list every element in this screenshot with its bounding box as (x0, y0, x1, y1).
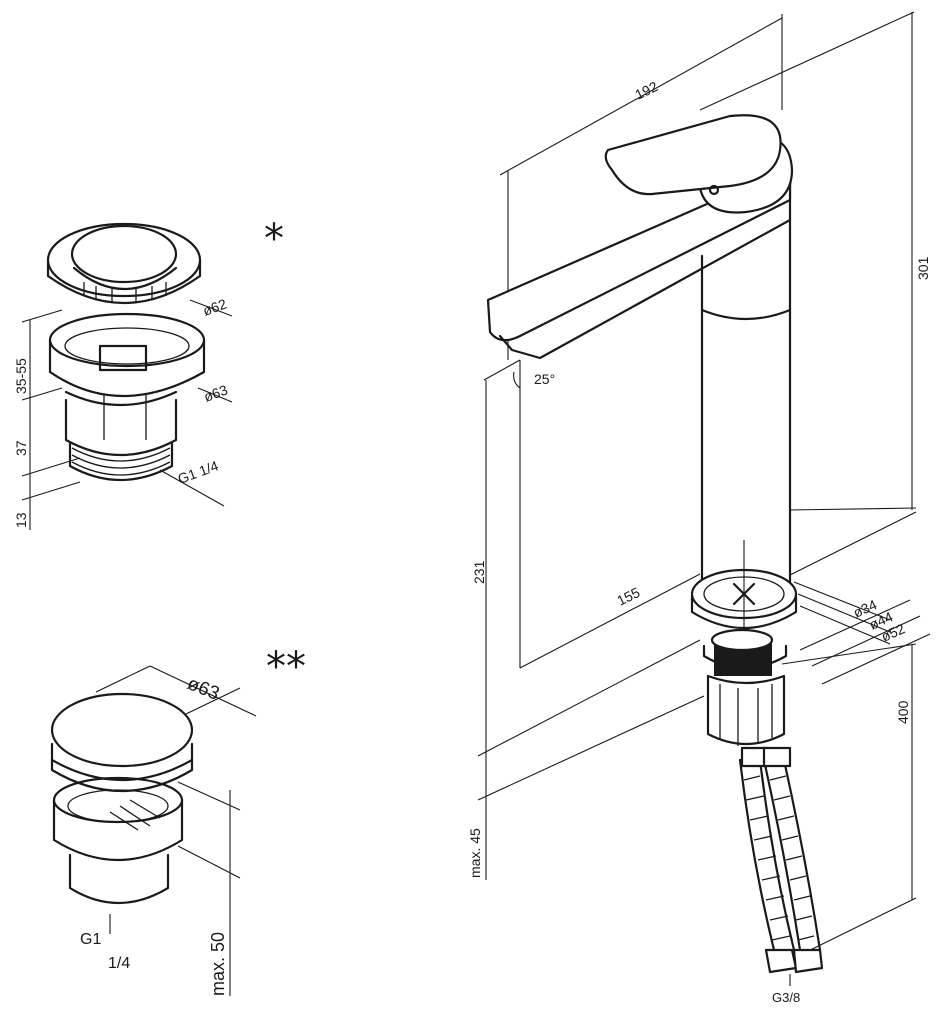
label-faucet-height: 301 (915, 256, 931, 280)
label-faucet-hose-length: 400 (895, 700, 911, 724)
label-top-body-diameter: ø63 (202, 381, 230, 404)
mark-double-star: ** (266, 644, 306, 690)
label-faucet-spout-height: 231 (471, 560, 487, 584)
label-bottom-thread-fraction: 1/4 (108, 955, 130, 972)
label-faucet-hose-thread: G3/8 (772, 990, 800, 1005)
label-faucet-angle: 25° (534, 371, 555, 387)
label-top-cap-diameter: ø62 (201, 295, 229, 318)
label-bottom-cap-diameter: ø63 (184, 673, 222, 705)
label-top-thread: G1 1/4 (176, 457, 221, 486)
label-faucet-reach: 192 (632, 78, 660, 103)
basin-mixer (477, 11, 931, 986)
label-top-height-low: 13 (13, 512, 29, 528)
mark-single-star: * (264, 216, 284, 262)
label-bottom-height: max. 50 (208, 932, 228, 996)
label-faucet-reach-low: 155 (614, 584, 642, 609)
label-bottom-thread-g1: G1 (80, 931, 101, 948)
label-faucet-deck: max. 45 (467, 828, 483, 878)
pop-up-waste-top (21, 222, 233, 530)
click-clack-waste-bottom (50, 665, 257, 996)
label-top-height-mid: 37 (13, 440, 29, 456)
label-top-height-upper: 35-55 (13, 358, 29, 394)
